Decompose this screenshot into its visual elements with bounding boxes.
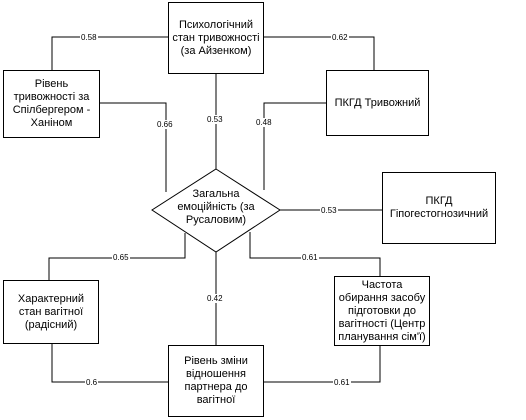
coef-psych-pkgd-anxious: 0.62	[331, 33, 349, 42]
link-spielberger-emotionality	[100, 102, 167, 192]
coef-character-partner: 0.6	[85, 378, 99, 387]
coef-emotionality-partner: 0.42	[206, 294, 224, 303]
coef-pkgd-anxious-emotionality: 0.48	[255, 118, 273, 127]
coef-spielberger-emotionality: 0.66	[156, 120, 174, 129]
coef-partner-preparation: 0.61	[333, 378, 351, 387]
coef-emotionality-pkgd-hypo: 0.53	[320, 206, 338, 215]
node-character-state: Характерний стан вагітної (радісний)	[3, 280, 99, 344]
link-character-partner	[51, 344, 168, 383]
general-emotionality-diamond	[151, 168, 281, 253]
link-partner-preparation	[264, 346, 381, 383]
link-pkgd-anxious-emotionality	[263, 102, 326, 190]
link-psych-spielberger	[51, 36, 168, 70]
node-general-emotionality: Загальна емоційність (за Русаловим)	[177, 188, 255, 226]
coef-psych-emotionality: 0.53	[206, 115, 224, 124]
coef-emotionality-preparation: 0.61	[301, 253, 319, 262]
node-psych-state: Психологічний стан тривожності (за Айзен…	[168, 2, 264, 74]
link-psych-pkgd-anxious	[264, 36, 375, 70]
node-preparation-frequency: Частота обирання засобу підготовки до ва…	[334, 276, 430, 346]
coef-psych-spielberger: 0.58	[80, 33, 98, 42]
coef-emotionality-character: 0.65	[112, 253, 130, 262]
node-pkgd-hypo: ПКГД Гіпогестогнозичний	[382, 172, 496, 244]
node-pkgd-anxious: ПКГД Тривожний	[326, 70, 429, 136]
node-anxiety-spielberger: Рівень тривожності за Спілбергером - Хан…	[3, 70, 100, 138]
node-partner-relationship: Рівень зміни відношення партнера до вагі…	[168, 345, 264, 417]
